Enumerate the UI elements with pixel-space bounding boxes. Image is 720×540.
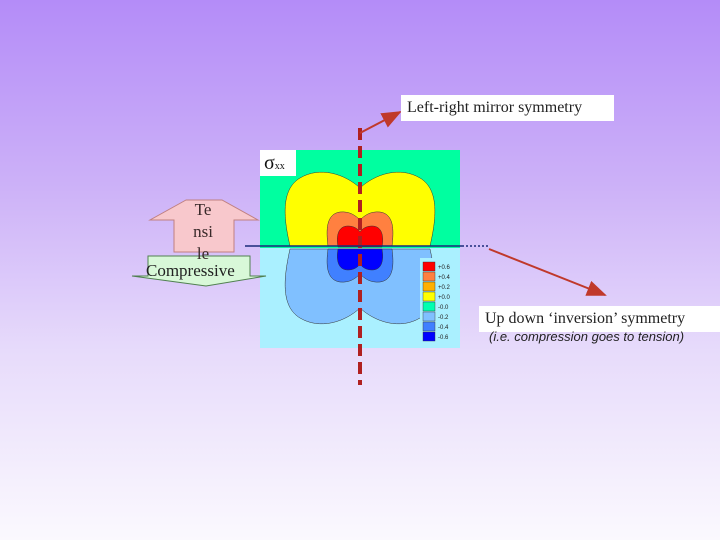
mirror-arrow <box>359 111 402 134</box>
contour-legend: +0.6 +0.4 +0.2 +0.0 -0.0 -0.2 -0.4 -0.6 <box>420 258 460 348</box>
legend-swatch <box>422 271 436 282</box>
legend-level-label: -0.6 <box>438 335 449 341</box>
legend-level-label: -0.4 <box>438 325 449 331</box>
compressive-label: Compressive <box>146 261 235 280</box>
tensile-label: Te nsi le <box>193 200 213 263</box>
sigma-xx-label: σxx <box>260 150 296 176</box>
legend-level-label: +0.0 <box>438 295 451 301</box>
legend-swatch <box>422 301 436 312</box>
legend-level-label: +0.6 <box>438 265 451 271</box>
inversion-note: (i.e. compression goes to tension) <box>489 329 685 344</box>
legend-level-label: -0.0 <box>438 305 449 311</box>
inversion-symmetry-label: Up down ‘inversion’ symmetry <box>479 306 720 332</box>
sigma-subscript: xx <box>274 161 285 172</box>
legend-swatch <box>422 261 436 272</box>
sigma-symbol: σ <box>264 152 275 174</box>
inversion-arrow <box>488 248 607 296</box>
legend-level-label: -0.2 <box>438 315 449 321</box>
compressive-arrow-shape <box>131 255 267 287</box>
mirror-symmetry-label: Left-right mirror symmetry <box>401 95 614 121</box>
legend-level-label: +0.2 <box>438 285 451 291</box>
legend-swatch <box>422 311 436 322</box>
legend-swatch <box>422 291 436 302</box>
legend-swatch <box>422 331 436 342</box>
legend-swatch <box>422 321 436 332</box>
tensile-arrow-shape <box>148 199 260 253</box>
legend-level-label: +0.4 <box>438 275 451 281</box>
legend-swatch <box>422 281 436 292</box>
